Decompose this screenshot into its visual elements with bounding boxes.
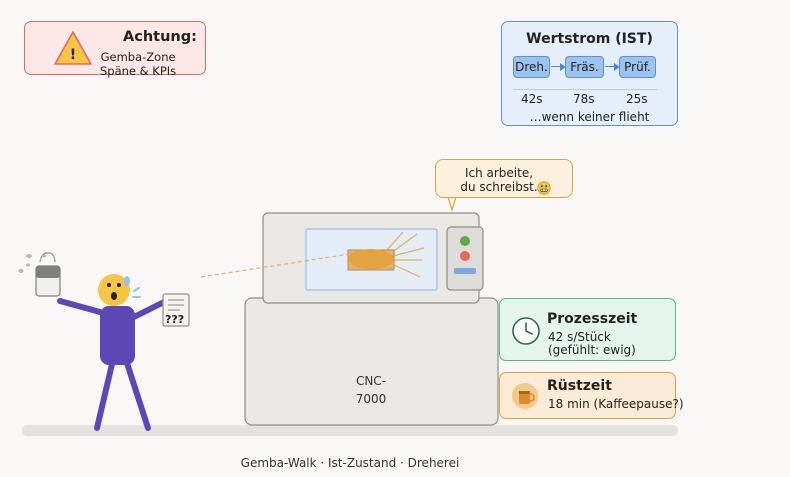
workpiece	[348, 249, 394, 269]
warning-title: Achtung:	[123, 29, 197, 45]
speech-line-2-wrap: du schreibst.	[436, 180, 562, 194]
display-bar	[454, 268, 476, 274]
process-time-note: (gefühlt: ewig)	[548, 343, 636, 357]
vsm-step-turning: Dreh.	[513, 56, 550, 78]
setup-time-title: Rüstzeit	[547, 378, 612, 394]
value-stream-box: Wertstrom (IST) Dreh. Fräs. Prüf. 42s 78…	[501, 21, 678, 126]
setup-time-box: Rüstzeit 18 min (Kaffeepause?)	[499, 372, 684, 419]
paper-question-marks: ???	[165, 313, 185, 326]
sparks	[386, 231, 425, 278]
green-light-icon	[460, 236, 470, 246]
vsm-time-testing: 25s	[626, 92, 648, 106]
paper-icon	[162, 293, 190, 327]
speech-tail	[447, 196, 457, 213]
warning-line-2: Späne & KPIs	[100, 64, 177, 78]
setup-time-value: 18 min (Kaffeepause?)	[548, 397, 684, 411]
warning-line-1: Gemba-Zone	[100, 50, 176, 64]
coffee-cup-icon	[512, 383, 538, 409]
svg-text:!: !	[70, 47, 76, 63]
warning-triangle-icon: !	[54, 31, 92, 65]
process-time-title: Prozesszeit	[547, 311, 638, 327]
clock-icon	[512, 317, 540, 345]
coffee-pot-icon	[18, 252, 61, 297]
vsm-step-testing: Prüf.	[619, 56, 656, 78]
value-stream-title: Wertstrom (IST)	[526, 31, 653, 47]
red-light-icon	[460, 251, 470, 261]
vsm-step-milling: Fräs.	[565, 56, 604, 78]
vsm-time-turning: 42s	[521, 92, 543, 106]
worker	[57, 274, 167, 431]
warning-box: ! Achtung: Gemba-Zone Späne & KPIs	[24, 21, 206, 78]
timeline-ladder	[513, 89, 657, 90]
machine-label: CNC-7000	[343, 372, 399, 406]
vsm-time-milling: 78s	[573, 92, 595, 106]
speech-bubble: Ich arbeite, du schreibst.	[435, 159, 573, 198]
speech-line-1: Ich arbeite,	[464, 166, 534, 180]
caption: Gemba-Walk · Ist-Zustand · Dreherei	[240, 456, 460, 470]
process-time-value: 42 s/Stück	[548, 330, 611, 344]
grimacing-face-icon	[537, 181, 551, 195]
arrow-right-icon	[551, 61, 566, 73]
arrow-right-icon	[605, 61, 620, 73]
warning-text: Gemba-Zone Späne & KPIs	[100, 50, 176, 78]
floor	[22, 425, 678, 436]
speech-line-2: du schreibst.	[460, 180, 538, 194]
process-time-box: Prozesszeit 42 s/Stück (gefühlt: ewig)	[499, 298, 676, 361]
value-stream-note: …wenn keiner flieht	[529, 110, 650, 124]
speech-text: Ich arbeite, du schreibst.	[436, 166, 562, 194]
